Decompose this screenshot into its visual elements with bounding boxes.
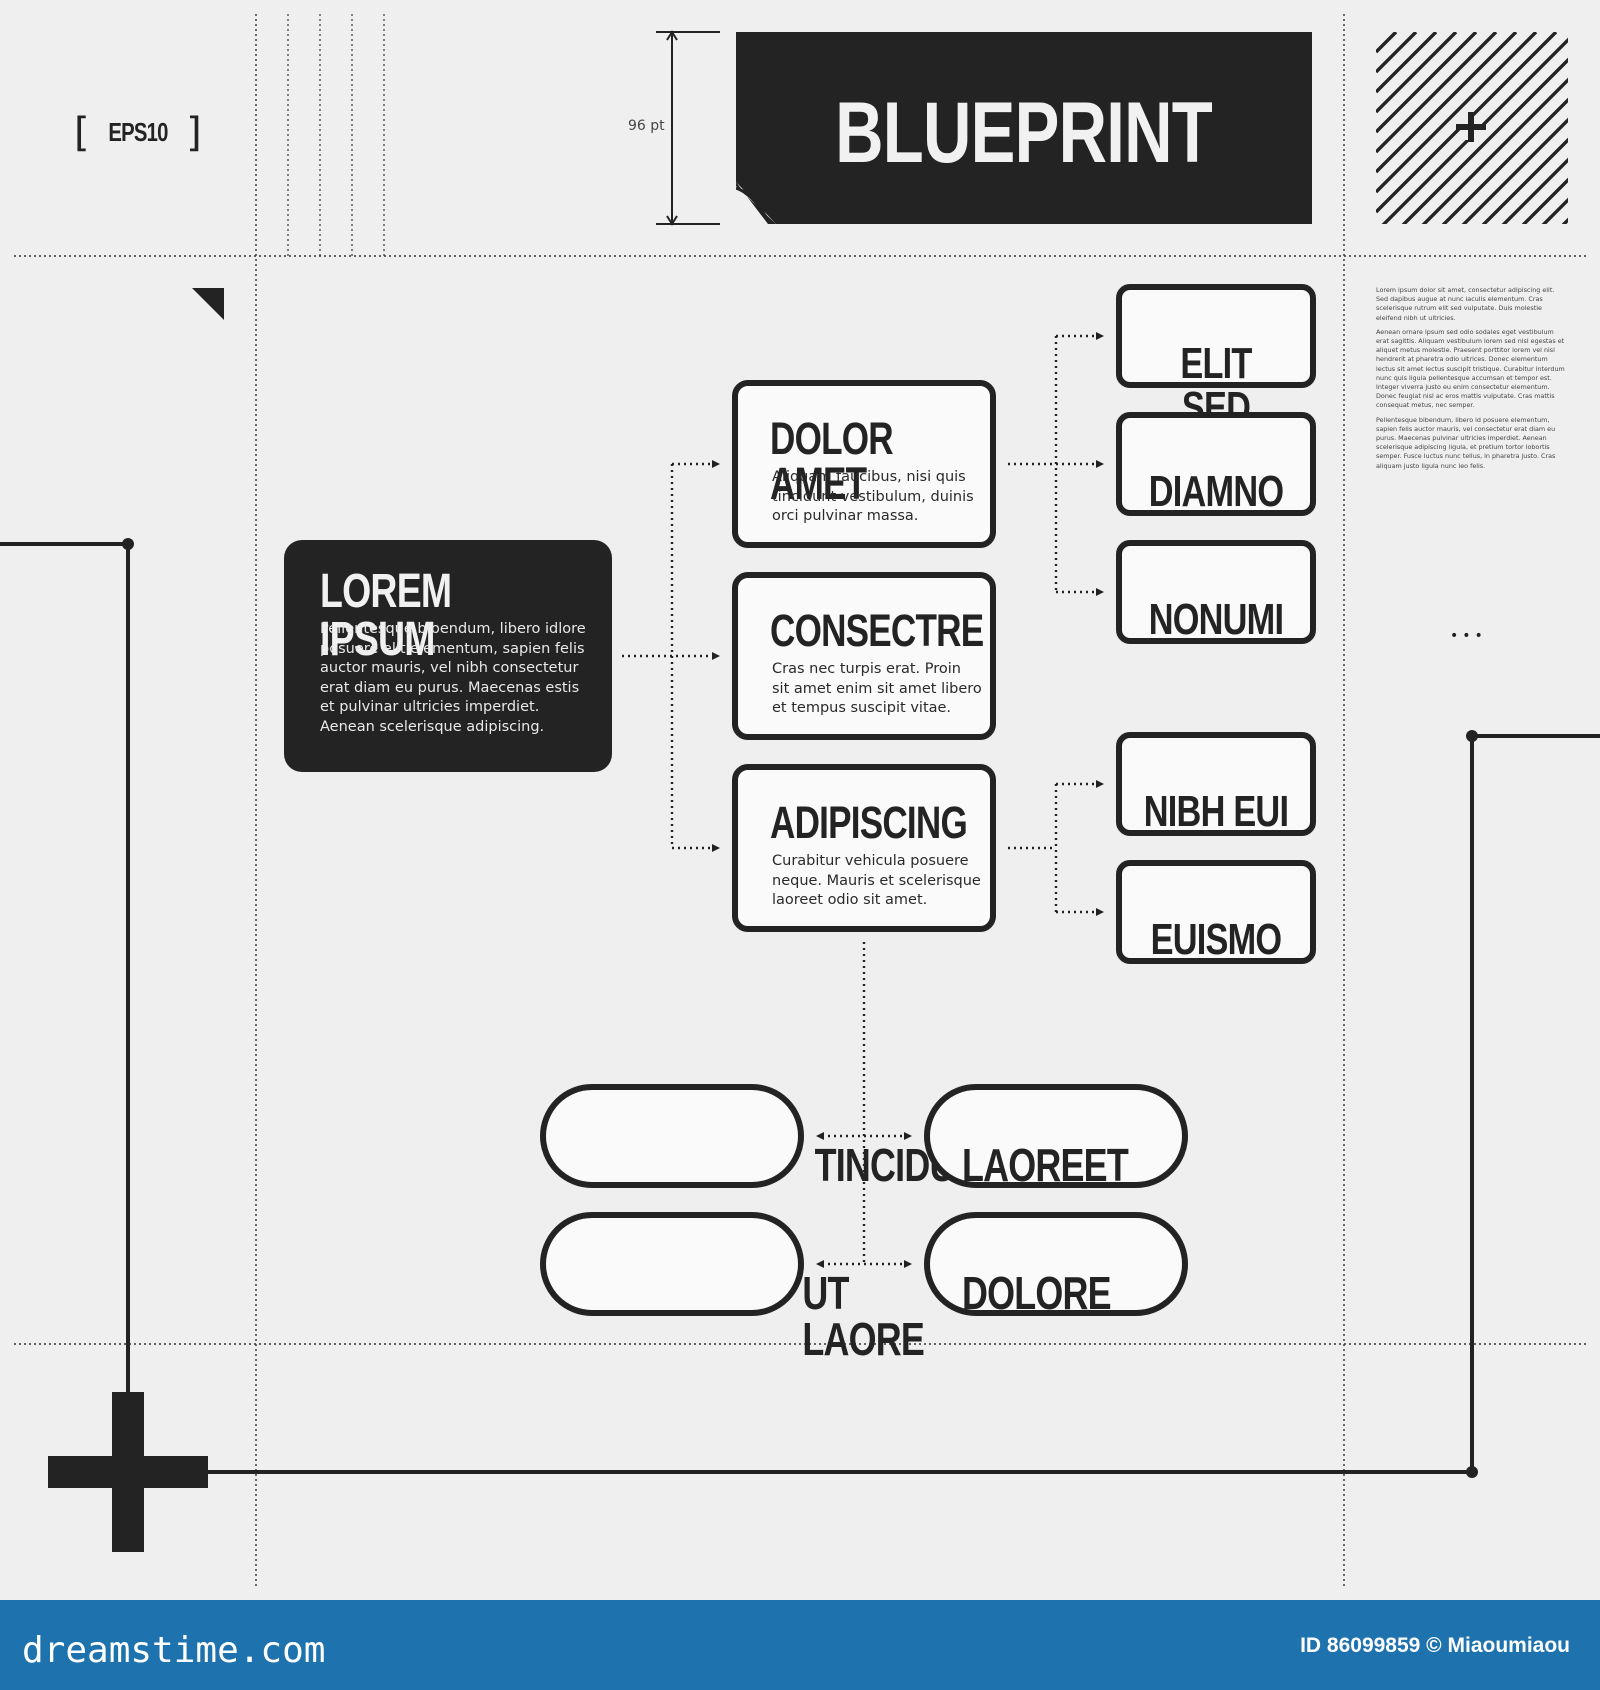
leaf-label: NONUMI [1148,595,1284,644]
node-title: ADIPISCING [770,797,968,848]
leaf-label: DIAMNO [1148,467,1284,516]
root-title: LOREM IPSUM [320,565,452,666]
leaf-nibh-eui: NIBH EUI [1116,732,1316,836]
blueprint-canvas: [ EPS10 ] 96 pt BLUEPRINT LOREM IPSUM Pe… [0,14,1600,1586]
side-paragraph: Aenean ornare ipsum sed odio sodales ege… [1376,327,1565,410]
node-body: Curabitur vehicula posuere neque. Mauris… [772,853,981,908]
arrowheads [712,332,1104,1268]
node-title: DOLOR AMET [770,413,894,509]
side-paragraph: Pellentesque bibendum, libero id posuere… [1376,415,1556,470]
side-paragraph: Lorem ipsum dolor sit amet, consectetur … [1376,286,1555,322]
page-title: BLUEPRINT [835,85,1214,181]
image-id: ID 86099859 © Miaoumiaou [1300,1634,1570,1657]
frame-node-left [122,538,134,550]
side-paragraphs: Lorem ipsum dolor sit amet, consectetur … [1376,286,1566,476]
hatch-pattern [1376,32,1568,224]
eps-label: [ EPS10 ] [74,110,202,156]
node-dolor-amet: DOLOR AMET Aliquam faucibus, nisi quis t… [732,380,996,548]
pill-laoreet: LAOREET [924,1084,1188,1188]
root-body: Pellentesque bibendum, libero idlore pos… [320,621,586,735]
leaf-label: NIBH EUI [1143,787,1289,836]
root-node: LOREM IPSUM Pellentesque bibendum, liber… [284,540,612,772]
pill-label: UT LAORE [802,1267,924,1365]
page-curl-icon [736,182,776,224]
node-title: CONSECTRE [770,605,984,656]
leaf-euismo: EUISMO [1116,860,1316,964]
node-consectre: CONSECTRE Cras nec turpis erat. Proin si… [732,572,996,740]
pill-label: DOLORE [962,1267,1112,1319]
measure-bracket [656,30,720,226]
pill-label: LAOREET [962,1139,1129,1191]
bracket-close: ] [186,110,202,156]
leaf-diamno: DIAMNO [1116,412,1316,516]
title-banner: BLUEPRINT [736,32,1312,224]
pill-tincidun: TINCIDUN [540,1084,981,1188]
diagram-lines [0,14,1600,1586]
brand-name[interactable]: dreamstime.com [22,1630,326,1671]
ellipsis-icon: ••• [1450,628,1487,644]
pill-ut-laore: UT LAORE [540,1212,925,1362]
eps-text: EPS10 [108,116,168,147]
header-rules [287,14,385,256]
corner-triangle [192,288,224,320]
leaf-nonumi: NONUMI [1116,540,1316,644]
connectors [622,334,1100,1266]
leaf-elit-sed: ELIT SED [1116,284,1316,430]
node-body: Cras nec turpis erat. Proin sit amet eni… [772,661,982,716]
node-body: Aliquam faucibus, nisi quis tincidunt ve… [772,469,974,524]
frame-node-right-bottom [1466,1466,1478,1478]
footer-bar: dreamstime.com ID 86099859 © Miaoumiaou [0,1600,1600,1690]
node-adipiscing: ADIPISCING Curabitur vehicula posuere ne… [732,764,996,932]
frame-node-right-top [1466,730,1478,742]
pill-dolore: DOLORE [924,1212,1188,1316]
leaf-label: EUISMO [1150,915,1282,964]
measure-label: 96 pt [628,118,665,134]
cross-icon [48,1392,208,1552]
bracket-open: [ [74,110,90,156]
